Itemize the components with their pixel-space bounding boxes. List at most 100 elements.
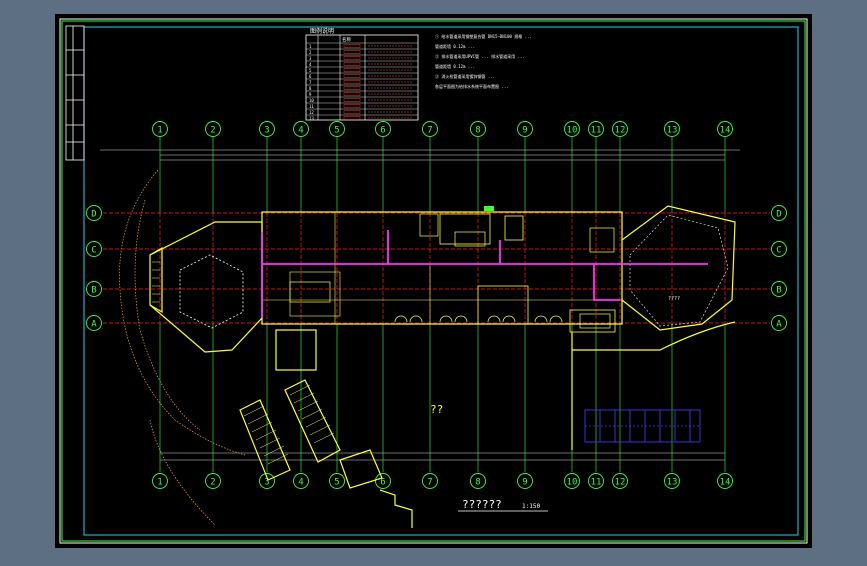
legend-row-number: 9: [309, 92, 312, 97]
legend-row-number: 11: [309, 104, 314, 109]
legend-symbol: [343, 116, 361, 120]
axis-label: 5: [334, 126, 339, 136]
site-curves: [119, 169, 246, 526]
axis-bubble-row-B-left: B: [86, 281, 102, 297]
axis-bubble-col-1-bottom: 1: [152, 473, 168, 489]
axis-bubble-col-1-top: 1: [152, 121, 168, 137]
note-line: 管道距墙 0.12m ...: [435, 63, 475, 69]
axis-label: C: [91, 246, 96, 256]
axis-label: 13: [667, 478, 678, 488]
axis-bubble-col-10-top: 10: [564, 121, 580, 137]
axis-bubble-col-13-bottom: 13: [664, 473, 680, 489]
door-swings: [394, 315, 563, 323]
plan-center-label: ??: [430, 403, 443, 416]
legend-row-number: 4: [309, 62, 312, 67]
legend-header: 名称: [342, 36, 351, 43]
note-line: 管道距墙 0.12m ...: [435, 43, 475, 49]
axis-label: D: [776, 210, 781, 220]
axis-bubble-row-D-right: D: [771, 205, 787, 221]
axis-bubble-col-5-bottom: 5: [329, 473, 345, 489]
legend-symbol: [343, 80, 361, 84]
axis-bubble-col-3-top: 3: [259, 121, 275, 137]
axis-label: 11: [591, 126, 602, 136]
axis-bubble-row-B-right: B: [771, 281, 787, 297]
note-line: ② 排水管道采用UPVC管 ... 排水管道采用 ...: [435, 53, 525, 59]
legend-title: 图例说明: [310, 27, 334, 35]
axis-label: D: [91, 210, 96, 220]
parking-hatch: [584, 409, 701, 443]
axis-label: 8: [475, 126, 480, 136]
axis-bubble-col-12-top: 12: [612, 121, 628, 137]
room-label: ????: [668, 296, 680, 302]
note-line: 各层平面图为给排水系统平面布置图 ...: [435, 83, 509, 89]
axis-label: 9: [522, 478, 527, 488]
legend-symbol: [343, 98, 361, 102]
axis-bubble-col-14-bottom: 14: [717, 473, 733, 489]
legend-symbol: [343, 44, 361, 48]
axis-label: C: [776, 246, 781, 256]
general-notes: ① 给水管道采用钢塑复合管 DN15~DN100 规格 ... 管道距墙 0.1…: [435, 33, 532, 89]
legend-symbol: [343, 68, 361, 72]
axis-bubble-col-9-bottom: 9: [517, 473, 533, 489]
axis-bubble-col-2-top: 2: [205, 121, 221, 137]
axis-label: 3: [264, 478, 269, 488]
axis-bubble-col-14-top: 14: [717, 121, 733, 137]
legend-row-number: 2: [309, 50, 312, 55]
axis-bubble-col-11-bottom: 11: [588, 473, 604, 489]
legend-row-number: 7: [309, 80, 312, 85]
axis-bubble-col-7-top: 7: [422, 121, 438, 137]
axis-label: 3: [264, 126, 269, 136]
axis-label: 6: [380, 478, 385, 488]
axis-label: A: [91, 320, 97, 330]
axis-label: 4: [298, 126, 303, 136]
axis-bubble-row-C-right: C: [771, 241, 787, 257]
axis-label: 11: [591, 478, 602, 488]
equipment-blocks: [289, 213, 615, 329]
axis-bubble-col-3-bottom: 3: [259, 473, 275, 489]
axis-bubble-col-13-top: 13: [664, 121, 680, 137]
axis-label: 6: [380, 126, 385, 136]
axis-bubble-row-A-right: A: [771, 315, 787, 331]
axis-label: 2: [210, 478, 215, 488]
dimension-chain-bottom: [160, 452, 725, 461]
axis-label: 7: [427, 478, 432, 488]
drawing-title: ??????: [462, 498, 502, 511]
axis-bubble-col-10-bottom: 10: [564, 473, 580, 489]
axis-label: A: [776, 320, 782, 330]
legend-row-number: 8: [309, 86, 312, 91]
axis-bubble-col-9-top: 9: [517, 121, 533, 137]
legend-symbol: [343, 62, 361, 66]
legend-symbol: [343, 86, 361, 90]
axis-bubble-row-A-left: A: [86, 315, 102, 331]
axis-bubble-col-7-bottom: 7: [422, 473, 438, 489]
axis-label: 9: [522, 126, 527, 136]
legend-row-number: 13: [309, 116, 314, 121]
legend-row-number: 5: [309, 68, 312, 73]
note-line: ③ 消火栓管道采用镀锌钢管 ...: [435, 73, 495, 79]
axis-label: B: [91, 286, 96, 296]
sheet-border: [83, 26, 799, 536]
left-title-strip: [65, 25, 85, 161]
drawing-canvas: [55, 14, 812, 548]
axis-bubble-col-6-bottom: 6: [375, 473, 391, 489]
legend-row-number: 1: [309, 44, 312, 49]
axis-label: 8: [475, 478, 480, 488]
axis-bubble-row-D-left: D: [86, 205, 102, 221]
legend-row-number: 12: [309, 110, 314, 115]
outer-frame: [59, 18, 808, 544]
axis-label: 12: [615, 478, 626, 488]
axis-label: 2: [210, 126, 215, 136]
axis-bubble-col-11-top: 11: [588, 121, 604, 137]
axis-label: 4: [298, 478, 303, 488]
axis-bubble-col-8-top: 8: [470, 121, 486, 137]
axis-bubble-row-C-left: C: [86, 241, 102, 257]
inner-frame: [61, 20, 806, 542]
axis-bubble-col-4-bottom: 4: [293, 473, 309, 489]
legend-symbol: [343, 110, 361, 114]
legend-symbol: [343, 104, 361, 108]
axis-bubble-col-8-bottom: 8: [470, 473, 486, 489]
legend-row-number: 10: [309, 98, 314, 103]
